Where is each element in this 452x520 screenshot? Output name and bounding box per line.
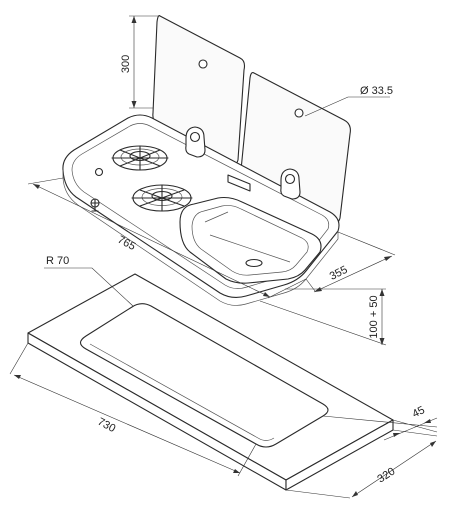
label-bowl-depth: 100 + 50 bbox=[368, 295, 380, 338]
label-corner-radius: R 70 bbox=[46, 255, 69, 267]
dimension-lines bbox=[9, 15, 438, 499]
label-hole-diameter: Ø 33.5 bbox=[360, 85, 393, 97]
label-cutout-width: 320 bbox=[375, 465, 397, 485]
front-burner bbox=[131, 184, 193, 212]
left-lid-hole bbox=[198, 59, 208, 69]
label-edge-offset: 45 bbox=[410, 404, 426, 420]
dimension-labels: 300 Ø 33.5 765 355 100 + 50 R 70 730 320… bbox=[46, 55, 427, 486]
control-knobs bbox=[90, 167, 104, 212]
hinges bbox=[185, 126, 301, 200]
countertop-top-face bbox=[27, 273, 394, 481]
label-lid-height: 300 bbox=[120, 55, 132, 73]
countertop-cutout bbox=[27, 273, 394, 491]
rear-burner bbox=[111, 145, 169, 171]
bowl-inner bbox=[191, 205, 309, 276]
center-latch bbox=[227, 174, 251, 192]
sink-bowl bbox=[179, 196, 322, 284]
unit-front-edge bbox=[62, 170, 339, 306]
label-sink-length: 765 bbox=[115, 234, 137, 253]
bowl-rim bbox=[179, 196, 322, 284]
drain-icon bbox=[245, 258, 263, 268]
label-sink-depth: 355 bbox=[328, 264, 350, 283]
rear-knob-icon bbox=[94, 167, 104, 177]
sink-hob-unit bbox=[62, 114, 340, 306]
right-lid-hole bbox=[294, 108, 304, 118]
